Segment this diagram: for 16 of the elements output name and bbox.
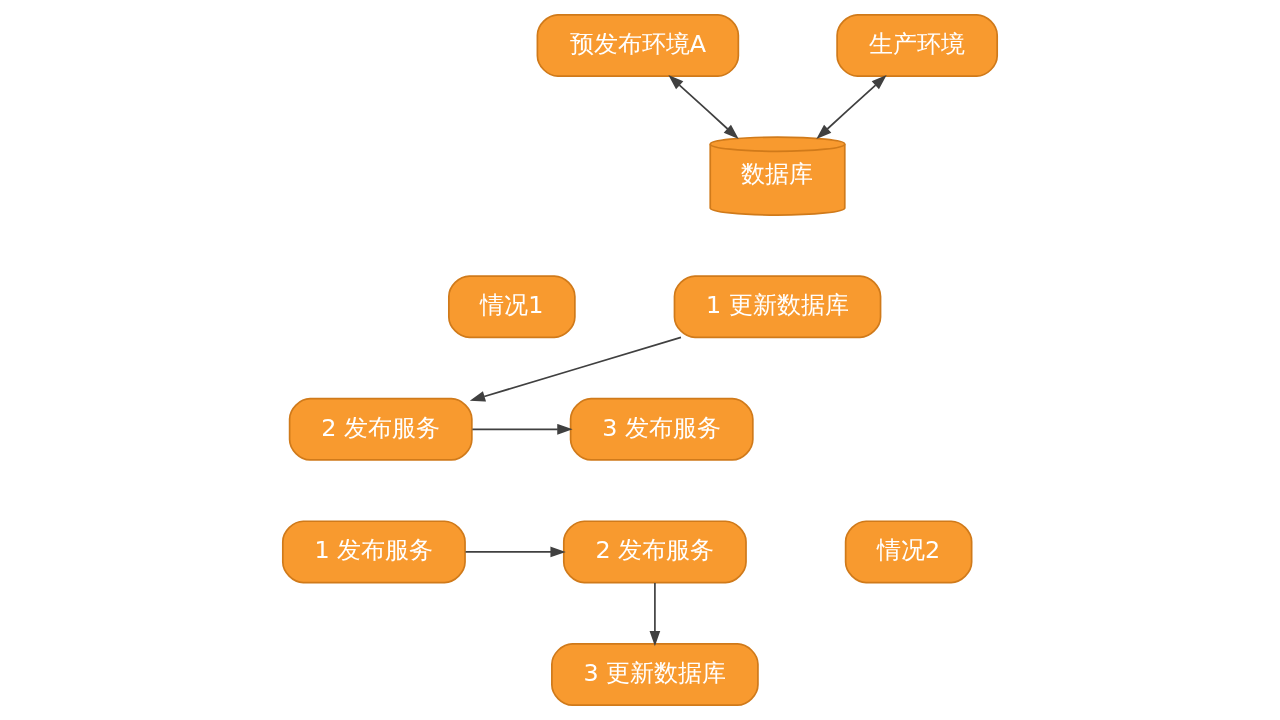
node-box: 3 发布服务: [569, 397, 754, 461]
node-box: 1 更新数据库: [673, 275, 882, 339]
arrow: [464, 546, 566, 558]
arrow: [469, 336, 682, 402]
node-box: 情况2: [844, 520, 973, 584]
node-box: 3 更新数据库: [551, 643, 759, 706]
node-box: 生产环境: [836, 14, 999, 77]
node-box: 1 发布服务: [281, 520, 466, 584]
arrow: [649, 582, 661, 647]
arrow: [471, 423, 573, 435]
node-box: 预发布环境A: [536, 14, 740, 77]
arrow: [816, 74, 887, 140]
node-box: 2 发布服务: [288, 397, 473, 461]
node-box: 情况1: [448, 275, 576, 339]
node-box: 2 发布服务: [562, 520, 747, 584]
arrow: [668, 74, 739, 140]
